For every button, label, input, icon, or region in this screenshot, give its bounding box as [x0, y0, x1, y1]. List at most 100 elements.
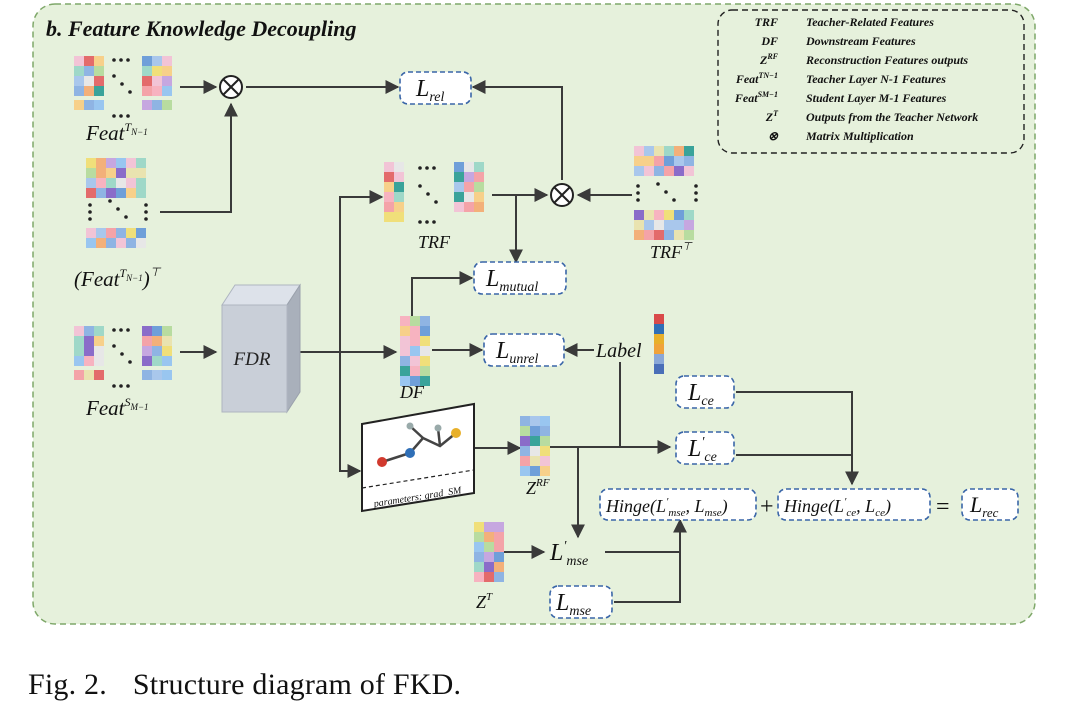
- label-cell: [654, 364, 664, 374]
- matrix-cell: [152, 56, 162, 66]
- matrix-cell: [494, 562, 504, 572]
- trf-label: TRF: [418, 232, 451, 252]
- matrix-cell: [94, 336, 104, 346]
- matrix-cell: [86, 188, 96, 198]
- matrix-cell: [474, 552, 484, 562]
- matrix-cell: [116, 228, 126, 238]
- matrix-ellipsis-dot: [112, 344, 116, 348]
- zt-matrix: [474, 522, 504, 582]
- matrix-cell: [654, 230, 664, 240]
- matrix-cell: [474, 562, 484, 572]
- matrix-cell: [84, 356, 94, 366]
- matrix-cell: [540, 456, 550, 466]
- hinge-mse-box: Hinge(L′mse, Lmse): [599, 488, 757, 521]
- matrix-cell: [96, 178, 106, 188]
- matrix-cell: [420, 336, 430, 346]
- label-vector: [654, 314, 664, 374]
- matrix-cell: [106, 168, 116, 178]
- matrix-cell: [74, 56, 84, 66]
- matrix-cell: [420, 356, 430, 366]
- matrix-cell: [410, 366, 420, 376]
- matrix-cell: [644, 146, 654, 156]
- matrix-cell: [474, 522, 484, 532]
- loss-ce: Lce: [675, 375, 735, 409]
- matrix-cell: [142, 336, 152, 346]
- matrix-cell: [126, 228, 136, 238]
- matrix-cell: [494, 552, 504, 562]
- loss-mutual: Lmutual: [473, 261, 567, 295]
- matrix-cell: [474, 192, 484, 202]
- matrix-ellipsis-dot: [126, 384, 130, 388]
- matrix-cell: [162, 370, 172, 380]
- matrix-cell: [520, 446, 530, 456]
- matrix-cell: [162, 76, 172, 86]
- matrix-cell: [142, 346, 152, 356]
- matrix-cell: [384, 192, 394, 202]
- matrix-ellipsis-dot: [128, 360, 132, 364]
- feat-student-matrix: [74, 326, 172, 388]
- matrix-cell: [474, 162, 484, 172]
- matrix-cell: [530, 456, 540, 466]
- matrix-cell: [484, 572, 494, 582]
- legend-description: Matrix Multiplication: [805, 129, 914, 143]
- matrix-ellipsis-dot: [432, 220, 436, 224]
- matrix-cell: [84, 336, 94, 346]
- label-cell: [654, 344, 664, 354]
- matrix-ellipsis-dot: [418, 166, 422, 170]
- matrix-cell: [116, 168, 126, 178]
- matrix-cell: [664, 230, 674, 240]
- matrix-cell: [394, 202, 404, 212]
- matrix-ellipsis-dot: [116, 207, 120, 211]
- matrix-cell: [400, 336, 410, 346]
- matrix-cell: [400, 366, 410, 376]
- matrix-ellipsis-dot: [694, 184, 698, 188]
- matrix-cell: [474, 572, 484, 582]
- matrix-multiplication-node: [219, 75, 243, 99]
- matrix-cell: [674, 210, 684, 220]
- matrix-cell: [474, 182, 484, 192]
- matrix-ellipsis-dot: [88, 210, 92, 214]
- matrix-cell: [126, 178, 136, 188]
- matrix-cell: [136, 178, 146, 188]
- df-label: DF: [399, 382, 425, 402]
- matrix-cell: [454, 162, 464, 172]
- legend-description: Teacher-Related Features: [806, 15, 934, 29]
- matrix-cell: [74, 370, 84, 380]
- matrix-cell: [654, 146, 664, 156]
- figure-caption: Fig. 2. Structure diagram of FKD.: [28, 668, 461, 702]
- matrix-cell: [84, 66, 94, 76]
- matrix-cell: [152, 336, 162, 346]
- matrix-cell: [674, 156, 684, 166]
- matrix-cell: [74, 66, 84, 76]
- matrix-cell: [400, 316, 410, 326]
- matrix-ellipsis-dot: [694, 198, 698, 202]
- matrix-ellipsis-dot: [108, 199, 112, 203]
- legend-row: ⊗Matrix Multiplication: [768, 129, 914, 143]
- matrix-cell: [94, 346, 104, 356]
- matrix-cell: [152, 356, 162, 366]
- matrix-cell: [394, 162, 404, 172]
- matrix-cell: [464, 192, 474, 202]
- matrix-cell: [684, 146, 694, 156]
- matrix-cell: [464, 172, 474, 182]
- matrix-ellipsis-dot: [112, 74, 116, 78]
- matrix-cell: [530, 446, 540, 456]
- matrix-cell: [162, 66, 172, 76]
- connectors: [160, 80, 859, 603]
- svg-text:Lrel: Lrel: [415, 76, 445, 105]
- matrix-cell: [84, 56, 94, 66]
- matrix-ellipsis-dot: [120, 352, 124, 356]
- matrix-cell: [86, 158, 96, 168]
- matrix-cell: [152, 326, 162, 336]
- figure-number: Fig. 2.: [28, 668, 107, 701]
- matrix-ellipsis-dot: [636, 198, 640, 202]
- matrix-ellipsis-dot: [664, 190, 668, 194]
- matrix-cell: [86, 228, 96, 238]
- matrix-cell: [152, 346, 162, 356]
- matrix-cell: [530, 426, 540, 436]
- matrix-ellipsis-dot: [119, 328, 123, 332]
- matrix-ellipsis-dot: [418, 220, 422, 224]
- figure-caption-text: Structure diagram of FKD.: [132, 668, 462, 701]
- matrix-cell: [464, 202, 474, 212]
